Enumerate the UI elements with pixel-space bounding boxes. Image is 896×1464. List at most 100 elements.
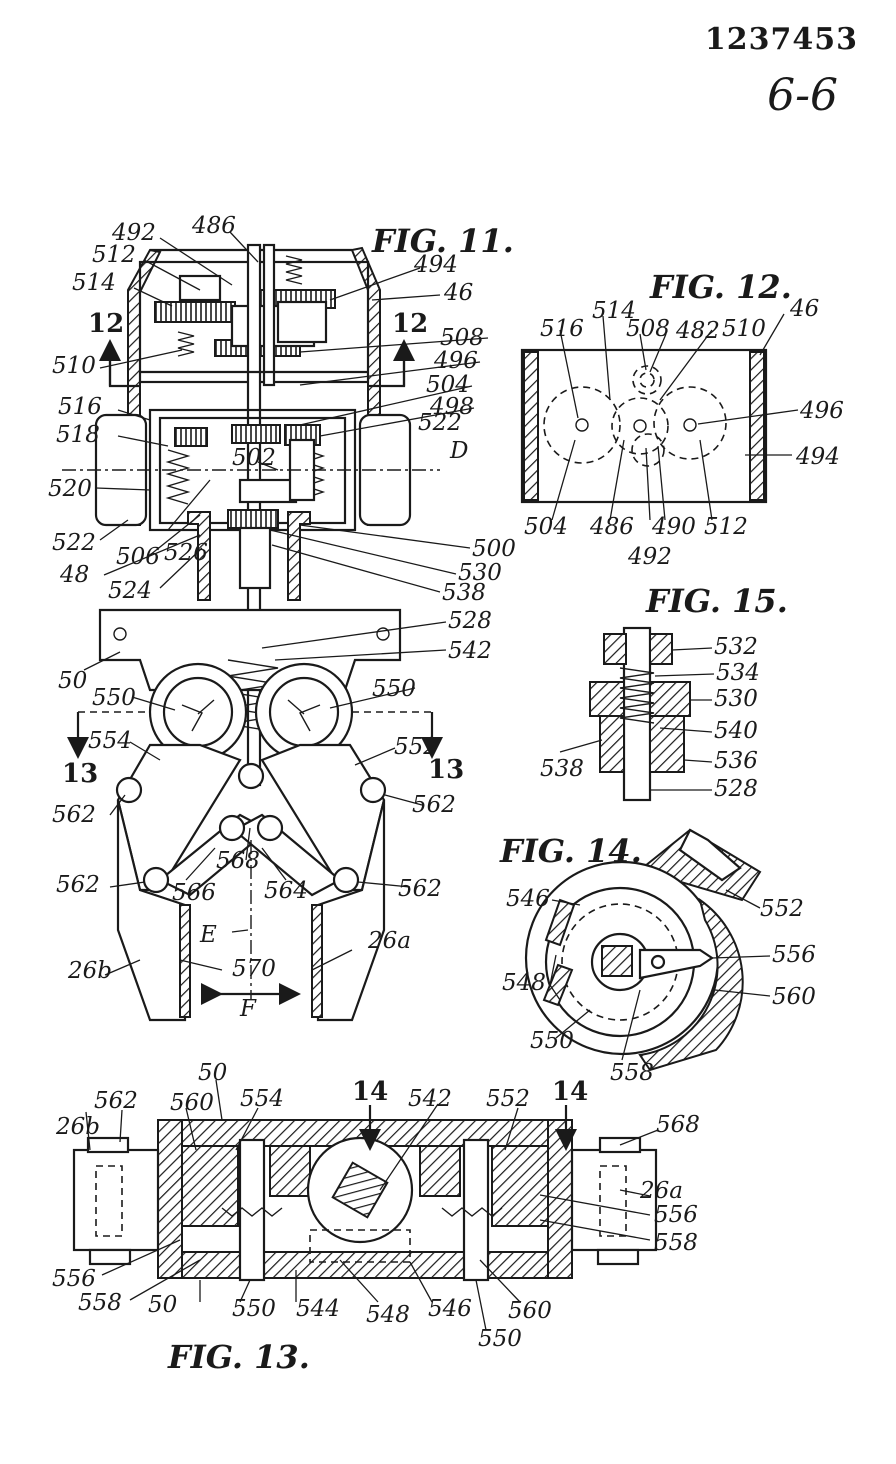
fig11-ref-530: 530 bbox=[458, 560, 502, 586]
figure-13: FIG. 13. 14 14 50 562 560 554 542 552 56… bbox=[52, 1060, 700, 1376]
fig11-ref-542: 542 bbox=[448, 638, 492, 664]
fig13-section-14-left: 14 bbox=[352, 1077, 388, 1107]
fig11-ref-510: 510 bbox=[52, 353, 96, 379]
fig15-ref-532: 532 bbox=[714, 634, 758, 660]
fig11-ref-26a: 26a bbox=[367, 928, 411, 954]
fig11-ref-520: 520 bbox=[48, 476, 92, 502]
fig11-ref-522-top: 522 bbox=[418, 410, 462, 436]
fig11-ref-494: 494 bbox=[413, 252, 458, 278]
fig11-ref-512: 512 bbox=[92, 242, 136, 268]
fig13-ref-562: 562 bbox=[94, 1088, 138, 1114]
fig11-ref-554: 554 bbox=[88, 728, 132, 754]
fig11-ref-550-right: 550 bbox=[372, 676, 416, 702]
fig11-ref-514: 514 bbox=[72, 270, 116, 296]
fig14-ref-550: 550 bbox=[530, 1028, 574, 1054]
fig11-ref-E: E bbox=[199, 922, 217, 948]
fig11-section-12-left: 12 bbox=[88, 309, 124, 339]
figure-12: FIG. 12. 516 514 508 482 510 46 496 494 … bbox=[520, 268, 844, 570]
fig11-ref-508: 508 bbox=[440, 325, 484, 351]
fig11-ref-562-b: 562 bbox=[412, 792, 456, 818]
fig14-ref-558: 558 bbox=[610, 1060, 654, 1086]
fig13-section-14-right: 14 bbox=[552, 1077, 588, 1107]
fig11-ref-562-a: 562 bbox=[52, 802, 96, 828]
fig11-ref-F: F bbox=[239, 996, 257, 1022]
fig15-ref-540: 540 bbox=[714, 718, 758, 744]
fig14-ref-546: 546 bbox=[506, 886, 550, 912]
fig11-ref-50: 50 bbox=[58, 668, 87, 694]
fig13-ref-560-top: 560 bbox=[170, 1090, 214, 1116]
figure-14: FIG. 14. 546 552 556 548 560 550 558 bbox=[499, 828, 816, 1086]
fig13-ref-558-left: 558 bbox=[78, 1290, 122, 1316]
fig13-ref-554: 554 bbox=[240, 1086, 284, 1112]
fig14-ref-548: 548 bbox=[502, 970, 546, 996]
fig12-ref-486: 486 bbox=[589, 514, 634, 540]
figure-11: FIG. 11. 12 12 13 13 492 486 512 514 494… bbox=[48, 213, 516, 1022]
fig15-ref-530: 530 bbox=[714, 686, 758, 712]
fig11-ref-522-bottom: 522 bbox=[52, 530, 96, 556]
fig11-ref-26b: 26b bbox=[67, 958, 112, 984]
fig13-ref-558-right: 558 bbox=[654, 1230, 698, 1256]
fig13-ref-26a: 26a bbox=[639, 1178, 683, 1204]
patent-number: 1237453 bbox=[704, 22, 858, 57]
fig12-ref-516: 516 bbox=[540, 316, 584, 342]
fig11-ref-D: D bbox=[449, 438, 468, 464]
fig11-ref-562-d: 562 bbox=[398, 876, 442, 902]
fig12-ref-512: 512 bbox=[704, 514, 748, 540]
fig12-ref-490: 490 bbox=[651, 514, 696, 540]
fig14-caption: FIG. 14. bbox=[499, 832, 642, 870]
fig12-ref-514: 514 bbox=[592, 298, 636, 324]
fig13-ref-26b: 26b bbox=[55, 1114, 100, 1140]
fig11-ref-46: 46 bbox=[443, 280, 473, 306]
fig11-ref-562-c: 562 bbox=[56, 872, 100, 898]
fig13-ref-556-left: 556 bbox=[52, 1266, 96, 1292]
figure-15: FIG. 15. 532 534 530 540 538 536 528 bbox=[540, 582, 788, 802]
fig12-ref-496: 496 bbox=[799, 398, 844, 424]
fig15-ref-538: 538 bbox=[540, 756, 584, 782]
fig13-ref-550-bottom: 550 bbox=[478, 1326, 522, 1352]
fig13-ref-50-top: 50 bbox=[198, 1060, 227, 1086]
fig13-ref-546: 546 bbox=[428, 1296, 472, 1322]
fig11-section-12-right: 12 bbox=[392, 309, 428, 339]
fig11-ref-526: 526 bbox=[164, 540, 208, 566]
fig11-ref-500: 500 bbox=[472, 536, 516, 562]
fig12-ref-508: 508 bbox=[626, 316, 670, 342]
fig11-ref-516: 516 bbox=[58, 394, 102, 420]
fig14-ref-552: 552 bbox=[760, 896, 804, 922]
fig11-section-13-left: 13 bbox=[62, 759, 98, 789]
fig11-ref-550-left: 550 bbox=[92, 685, 136, 711]
fig13-ref-560-bottom: 560 bbox=[508, 1298, 552, 1324]
fig11-ref-570: 570 bbox=[232, 956, 276, 982]
fig11-ref-518: 518 bbox=[56, 422, 100, 448]
fig11-ref-568: 568 bbox=[216, 848, 260, 874]
fig11-ref-524: 524 bbox=[108, 578, 152, 604]
fig11-ref-492: 492 bbox=[111, 220, 156, 246]
fig12-ref-504: 504 bbox=[524, 514, 568, 540]
fig11-ref-538: 538 bbox=[442, 580, 486, 606]
fig13-ref-548: 548 bbox=[366, 1302, 410, 1328]
fig12-ref-46: 46 bbox=[789, 296, 819, 322]
fig11-caption: FIG. 11. bbox=[371, 222, 514, 260]
fig13-ref-550-left: 550 bbox=[232, 1296, 276, 1322]
fig11-ref-496: 496 bbox=[433, 348, 478, 374]
fig15-caption: FIG. 15. bbox=[645, 582, 788, 620]
fig13-ref-556-right: 556 bbox=[654, 1202, 698, 1228]
fig12-ref-510: 510 bbox=[722, 316, 766, 342]
fig15-ref-528: 528 bbox=[714, 776, 758, 802]
fig11-ref-528: 528 bbox=[448, 608, 492, 634]
fig14-ref-560: 560 bbox=[772, 984, 816, 1010]
fig13-ref-50-bottom: 50 bbox=[148, 1292, 177, 1318]
fig13-ref-568: 568 bbox=[656, 1112, 700, 1138]
sheet-number: 6-6 bbox=[767, 70, 838, 121]
fig11-ref-498: 498 bbox=[429, 394, 474, 420]
fig11-ref-564: 564 bbox=[264, 878, 308, 904]
fig12-ref-492: 492 bbox=[627, 544, 672, 570]
fig13-ref-552: 552 bbox=[486, 1086, 530, 1112]
fig14-ref-556: 556 bbox=[772, 942, 816, 968]
fig12-caption: FIG. 12. bbox=[649, 268, 792, 306]
fig11-ref-552: 552 bbox=[394, 734, 438, 760]
fig11-ref-506: 506 bbox=[116, 544, 160, 570]
fig13-ref-542: 542 bbox=[408, 1086, 452, 1112]
fig11-ref-486: 486 bbox=[191, 213, 236, 239]
fig11-section-13-right: 13 bbox=[428, 755, 464, 785]
